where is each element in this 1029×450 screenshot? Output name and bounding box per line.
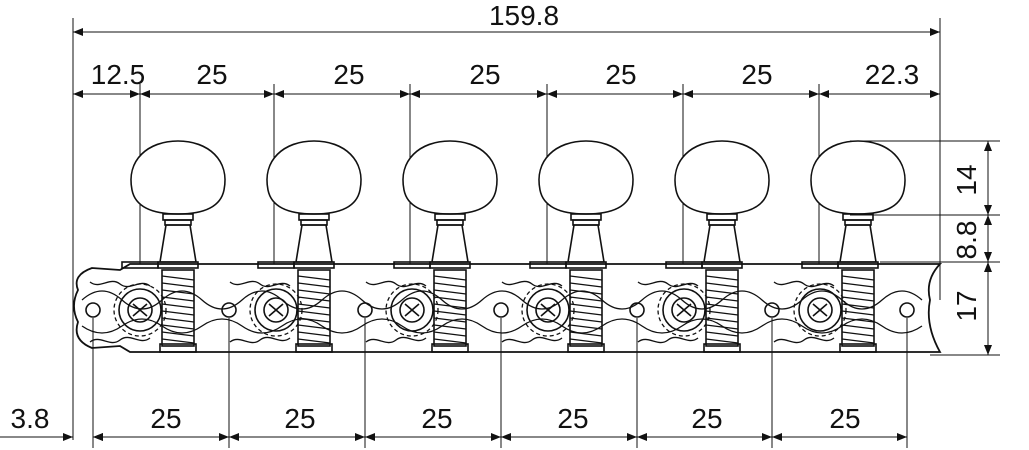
tuner	[385, 140, 498, 353]
worm-gear	[839, 269, 877, 353]
tuner	[113, 140, 226, 353]
tuner	[657, 140, 770, 353]
worm-gear	[703, 269, 741, 353]
mounting-hole	[85, 302, 101, 318]
tuner-collar	[157, 213, 199, 269]
tuner-button	[130, 140, 226, 215]
tuner-collar	[701, 213, 743, 269]
top-dim-label: 22.3	[865, 59, 920, 90]
side-dimensions: 14 8.8 17	[850, 140, 1000, 356]
tuner-collar	[565, 213, 607, 269]
worm-gear	[159, 269, 197, 353]
side-dim-label: 8.8	[951, 221, 982, 260]
overall-width-dimension: 159.8	[72, 0, 941, 440]
post-gear	[113, 283, 167, 337]
tuner-button	[266, 140, 362, 215]
tuner-button	[538, 140, 634, 215]
bottom-dim-label: 25	[829, 403, 860, 434]
tuner	[521, 140, 634, 353]
tuner-button	[674, 140, 770, 215]
top-dim-label: 25	[741, 59, 772, 90]
tuner-collar	[293, 213, 335, 269]
bottom-dim-label: 25	[284, 403, 315, 434]
tuner-collar	[429, 213, 471, 269]
tuner-button	[402, 140, 498, 215]
worm-gear	[567, 269, 605, 353]
top-dim-label: 25	[333, 59, 364, 90]
bottom-dim-label: 25	[557, 403, 588, 434]
worm-gear	[431, 269, 469, 353]
top-dim-label: 25	[469, 59, 500, 90]
top-dim-label: 25	[605, 59, 636, 90]
tuner-collar	[837, 213, 879, 269]
mounting-hole	[493, 302, 509, 318]
mounting-hole	[899, 302, 915, 318]
mounting-hole	[357, 302, 373, 318]
tuner	[793, 140, 906, 353]
bottom-spacing-dimensions: 3.8 25 25 25 25 25 25	[0, 318, 908, 448]
post-gear	[249, 283, 303, 337]
post-gear	[793, 283, 847, 337]
mounting-hole	[221, 302, 237, 318]
bottom-dim-label: 3.8	[11, 403, 50, 434]
worm-gear	[295, 269, 333, 353]
bottom-dim-label: 25	[150, 403, 181, 434]
top-dim-label: 25	[196, 59, 227, 90]
post-gear	[657, 283, 711, 337]
side-dim-label: 14	[951, 164, 982, 195]
overall-width-label: 159.8	[489, 0, 559, 31]
top-spacing-dimensions: 12.5 25 25 25 25 25 22.3	[73, 59, 940, 300]
side-dim-label: 17	[951, 290, 982, 321]
tuner	[249, 140, 362, 353]
mounting-hole	[629, 302, 645, 318]
post-gear	[385, 283, 439, 337]
bottom-dim-label: 25	[691, 403, 722, 434]
mounting-holes	[85, 302, 915, 318]
tuner-group	[113, 140, 906, 353]
tuner-button	[810, 140, 906, 215]
top-dim-label: 12.5	[91, 59, 146, 90]
bottom-dim-label: 25	[421, 403, 452, 434]
post-gear	[521, 283, 575, 337]
mounting-hole	[764, 302, 780, 318]
